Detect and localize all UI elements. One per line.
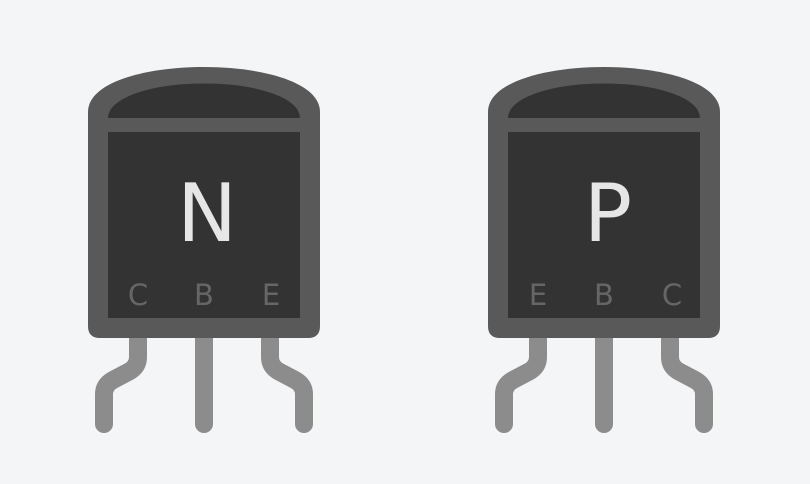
pin-label-left: E [529, 278, 547, 312]
pin-label-center: B [194, 278, 214, 312]
transistor-npn: N C B E [88, 67, 320, 433]
pin-label-left: C [128, 278, 148, 312]
body-face-frame [496, 120, 712, 330]
body-dome-outline [96, 71, 312, 120]
body-face [102, 126, 306, 324]
body-face [502, 126, 706, 324]
transistor-pnp: P E B C [488, 67, 720, 433]
lead-right [661, 328, 713, 433]
type-letter: N [177, 167, 237, 260]
pin-label-right: E [262, 278, 280, 312]
body-face-frame [96, 120, 312, 330]
lead-left [95, 328, 147, 433]
type-letter: P [584, 167, 632, 260]
pin-label-center: B [594, 278, 614, 312]
lead-left [495, 328, 547, 433]
transistor-leads [495, 328, 713, 433]
transistor-leads [95, 328, 313, 433]
lead-right [261, 328, 313, 433]
pin-label-right: C [662, 278, 682, 312]
body-dome-outline [496, 71, 712, 120]
